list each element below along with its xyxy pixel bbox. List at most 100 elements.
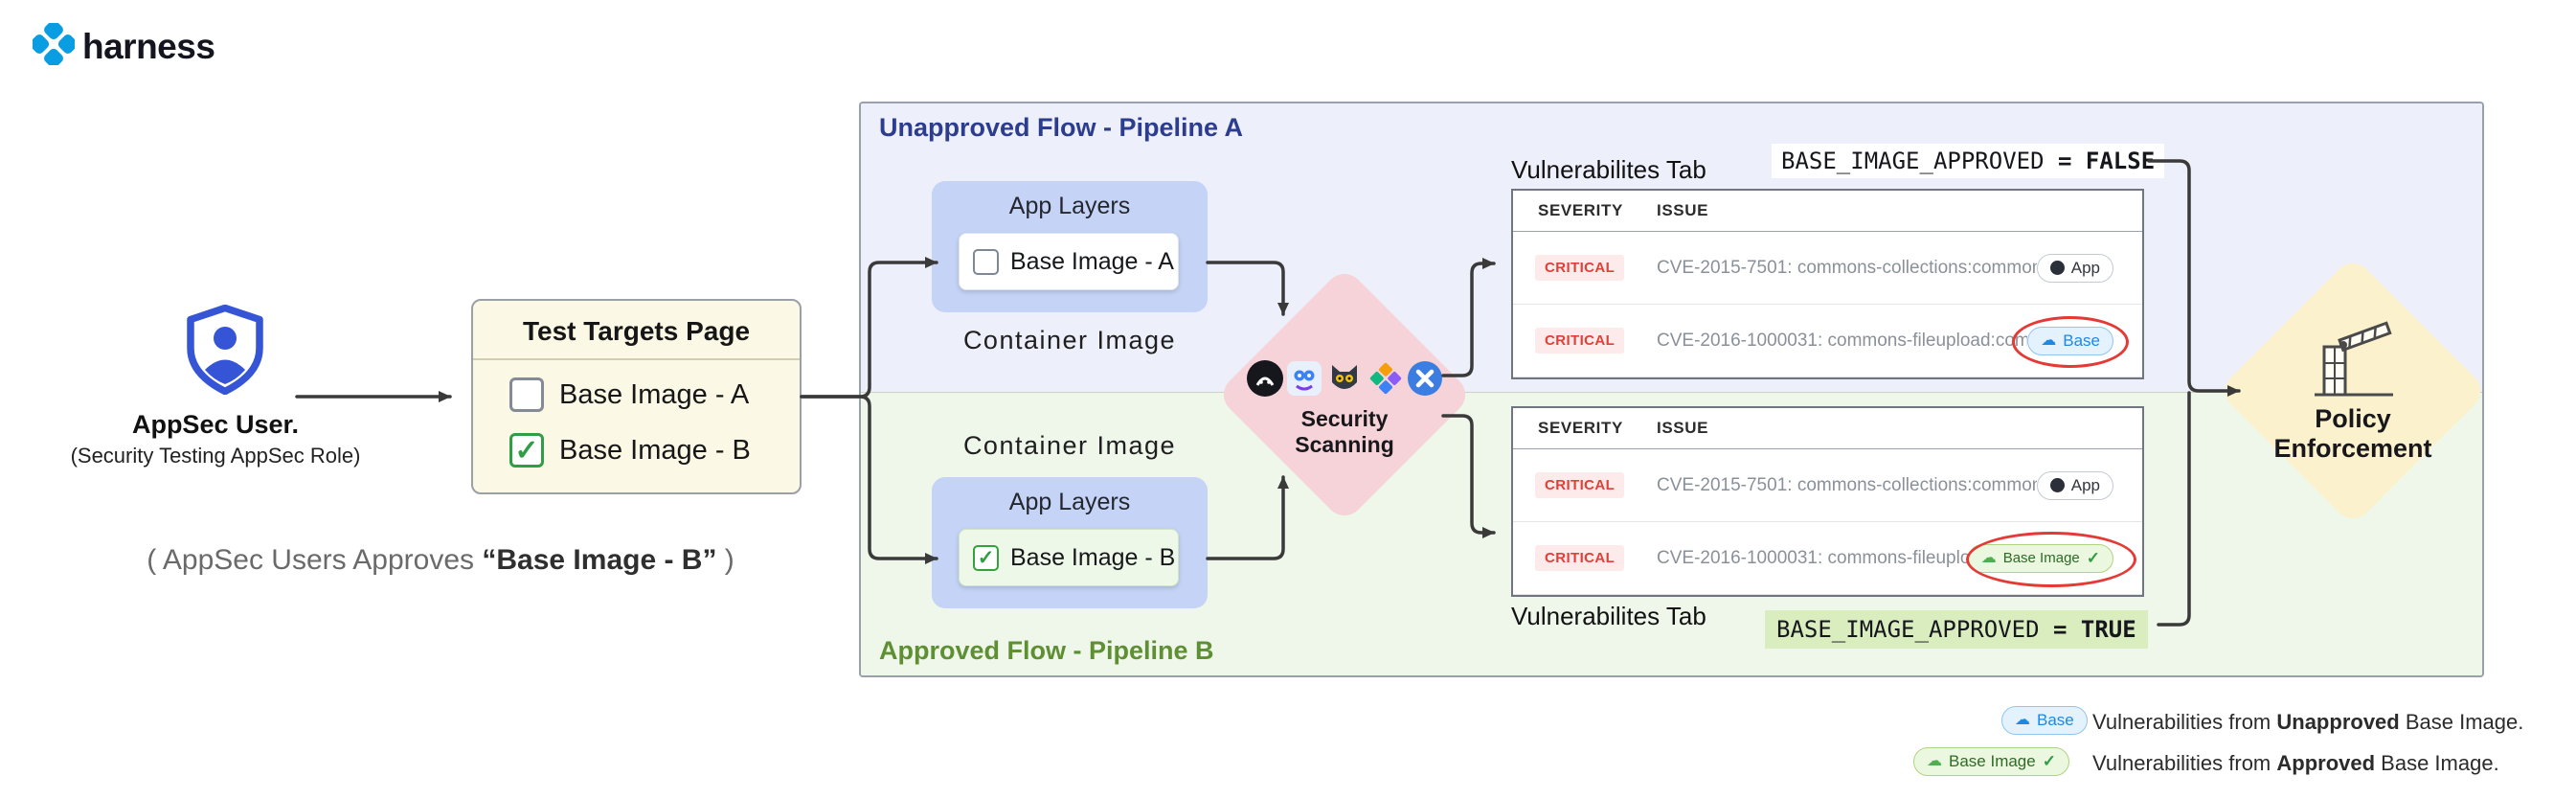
base-badge: ☁ Base — [2001, 706, 2088, 735]
layer-label: Base Image - A — [1010, 247, 1174, 275]
col-issue: ISSUE — [1657, 419, 1709, 437]
brand-name: harness — [82, 26, 215, 66]
security-label-line1: Security — [1300, 406, 1389, 431]
flag-value: TRUE — [2080, 616, 2136, 643]
table-row[interactable]: CRITICAL CVE-2015-7501: commons-collecti… — [1513, 232, 2142, 305]
layer-label: Base Image - B — [1010, 543, 1176, 571]
issue-text: CVE-2015-7501: commons-collections:commo… — [1657, 257, 2037, 278]
policy-label-line2: Enforcement — [2273, 434, 2432, 463]
vuln-table-top: SEVERITY ISSUE CRITICAL CVE-2015-7501: c… — [1511, 189, 2144, 379]
app-badge: App — [2036, 253, 2113, 283]
caption-prefix: ( AppSec Users Approves — [147, 544, 483, 576]
shield-user-icon — [185, 304, 265, 400]
app-dot-icon — [2049, 478, 2065, 492]
table-row[interactable]: CRITICAL CVE-2015-7501: commons-collecti… — [1513, 449, 2142, 522]
severity-badge: CRITICAL — [1535, 545, 1625, 571]
legend-unapproved-text: Vulnerabilities from Unapproved Base Ima… — [2092, 710, 2523, 735]
x-circle-icon — [1407, 360, 1443, 401]
highlight-ellipse — [1966, 532, 2136, 587]
badge-label: App — [2070, 475, 2100, 494]
checkbox-base-image-b[interactable]: ✓ — [509, 433, 544, 468]
col-severity: SEVERITY — [1538, 419, 1623, 437]
flag-eq: = — [2058, 148, 2072, 174]
option-label: Base Image - A — [559, 378, 750, 410]
cloud-icon: ☁ — [1927, 753, 1942, 769]
issue-text: CVE-2016-1000031: commons-fileupload:com… — [1657, 547, 1968, 568]
badge-label: Base Image — [1949, 752, 2036, 770]
badge-label: App — [2070, 258, 2100, 277]
issue-text: CVE-2016-1000031: commons-fileupload:com… — [1657, 330, 2028, 351]
test-targets-panel: Test Targets Page Base Image - A ✓ Base … — [471, 299, 802, 494]
caption-suffix: ) — [716, 544, 734, 576]
vuln-table-bottom: SEVERITY ISSUE CRITICAL CVE-2015-7501: c… — [1511, 406, 2144, 597]
flag-base-image-approved-true: BASE_IMAGE_APPROVED = TRUE — [1765, 610, 2148, 649]
issue-text: CVE-2015-7501: commons-collections:commo… — [1657, 474, 2037, 495]
blocks-icon — [1367, 360, 1404, 401]
table-header: SEVERITY ISSUE — [1513, 191, 2142, 232]
app-layers-label: App Layers — [1008, 489, 1131, 515]
base-image-b-layer: ✓ Base Image - B — [959, 529, 1179, 586]
app-layers-label: App Layers — [1008, 193, 1131, 219]
harness-logo: harness — [30, 20, 215, 70]
legend-bold: Unapproved — [2276, 710, 2400, 734]
owl-dark-icon — [1324, 358, 1365, 403]
caption-bold: “Base Image - B” — [482, 544, 717, 576]
approval-caption: ( AppSec Users Approves “Base Image - B”… — [57, 544, 824, 577]
test-targets-title: Test Targets Page — [522, 316, 751, 346]
legend-suffix: Base Image. — [2375, 751, 2499, 775]
severity-badge: CRITICAL — [1535, 255, 1625, 281]
owl-blue-icon — [1287, 361, 1322, 400]
check-icon: ✓ — [2042, 752, 2056, 770]
col-issue: ISSUE — [1657, 201, 1709, 219]
legend-prefix: Vulnerabilities from — [2092, 710, 2277, 734]
severity-badge: CRITICAL — [1535, 328, 1625, 354]
base-image-a-layer: Base Image - A — [959, 233, 1179, 290]
base-image-a-option: Base Image - A — [509, 377, 749, 412]
flag-value: FALSE — [2085, 148, 2156, 174]
option-label: Base Image - B — [559, 434, 751, 466]
snyk-icon — [1246, 359, 1284, 402]
security-scanning-label: Security Scanning — [1256, 406, 1433, 458]
check-icon: ✓ — [977, 546, 995, 569]
legend-suffix: Base Image. — [2399, 710, 2524, 734]
legend-unapproved: ☁ Base — [2001, 706, 2088, 735]
scanner-icons — [1247, 358, 1442, 403]
app-dot-icon — [2049, 261, 2065, 275]
flag-label: BASE_IMAGE_APPROVED — [1776, 616, 2040, 643]
app-badge: App — [2036, 470, 2113, 500]
container-image-label-a: Container Image — [962, 326, 1177, 354]
badge-label: Base — [2037, 711, 2074, 729]
app-layers-box-b: App Layers ✓ Base Image - B — [932, 477, 1208, 608]
vuln-tab-title-top: Vulnerabilites Tab — [1511, 155, 1706, 184]
severity-badge: CRITICAL — [1535, 472, 1625, 498]
flag-base-image-approved-false: BASE_IMAGE_APPROVED = FALSE — [1772, 144, 2165, 178]
legend-approved-text: Vulnerabilities from Approved Base Image… — [2092, 751, 2499, 776]
base-image-b-option: ✓ Base Image - B — [509, 433, 751, 468]
divider — [473, 358, 800, 360]
checkbox-layer-b: ✓ — [973, 544, 999, 571]
legend-approved: ☁ Base Image ✓ — [1913, 747, 2069, 776]
checkbox-base-image-a[interactable] — [509, 377, 544, 412]
flag-label: BASE_IMAGE_APPROVED — [1781, 148, 2045, 174]
policy-label-line1: Policy — [2315, 404, 2391, 433]
harness-logo-icon — [30, 20, 78, 70]
pipeline-b-title: Approved Flow - Pipeline B — [879, 636, 1214, 665]
base-image-badge: ☁ Base Image ✓ — [1913, 747, 2069, 776]
highlight-ellipse — [2012, 316, 2129, 368]
container-image-label-b: Container Image — [962, 431, 1177, 460]
cloud-icon: ☁ — [2015, 712, 2030, 728]
app-layers-box-a: App Layers Base Image - A — [932, 181, 1208, 312]
checkbox-layer-a — [973, 248, 999, 275]
check-icon: ✓ — [514, 434, 539, 467]
flag-eq: = — [2053, 616, 2068, 643]
policy-enforcement-label: Policy Enforcement — [2257, 404, 2449, 464]
security-label-line2: Scanning — [1295, 432, 1394, 457]
table-header: SEVERITY ISSUE — [1513, 408, 2142, 449]
gate-icon — [2309, 320, 2397, 405]
legend-bold: Approved — [2276, 751, 2376, 775]
vuln-tab-title-bottom: Vulnerabilites Tab — [1511, 602, 1706, 630]
col-severity: SEVERITY — [1538, 201, 1623, 219]
legend-prefix: Vulnerabilities from — [2092, 751, 2277, 775]
actor-title: AppSec User. — [131, 410, 300, 439]
